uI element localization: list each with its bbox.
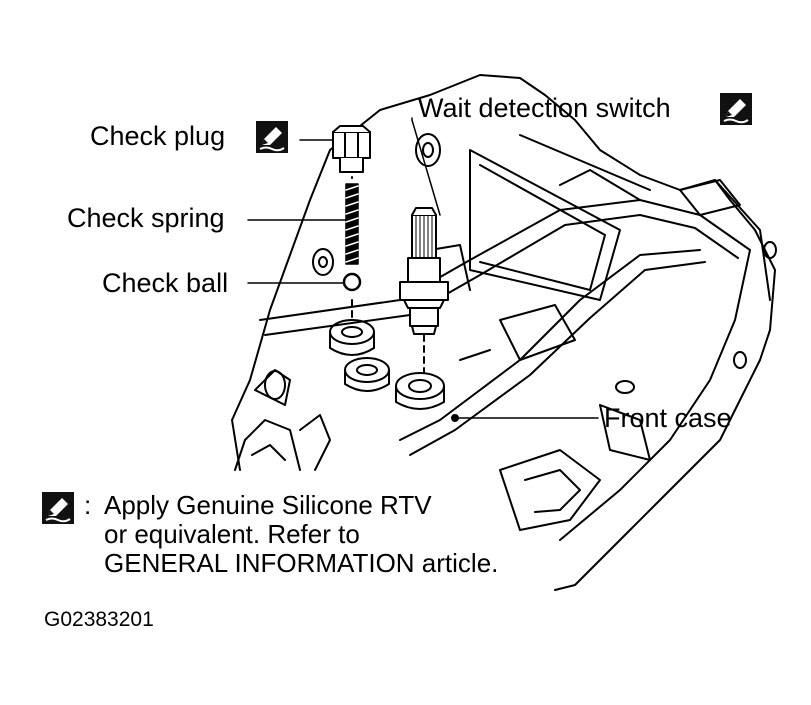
sealant-pencil-icon [256, 121, 288, 153]
figure-id: G02383201 [44, 608, 154, 631]
label-check-spring: Check spring [67, 203, 225, 233]
note-line-3: GENERAL INFORMATION article. [104, 548, 499, 578]
check-spring-part [345, 183, 359, 265]
leader-wait-switch [411, 117, 441, 216]
sealant-pencil-icon [42, 492, 74, 524]
label-wait-detection-switch: Wait detection switch [418, 93, 671, 123]
note-line-1: Apply Genuine Silicone RTV [104, 490, 432, 520]
check-plug-part [332, 125, 371, 173]
check-ball-part [342, 272, 362, 292]
seat-switch-bore [395, 372, 445, 400]
front-case-flange [259, 199, 751, 541]
note-line-2: or equivalent. Refer to [104, 519, 360, 549]
wait-detection-switch-part [399, 207, 449, 335]
label-check-plug: Check plug [90, 121, 226, 151]
note-separator: : [84, 490, 92, 520]
sealant-pencil-icon [720, 93, 752, 125]
label-check-ball: Check ball [102, 268, 229, 298]
label-front-case: Front case [604, 403, 732, 433]
seat-center-bore [344, 357, 390, 383]
